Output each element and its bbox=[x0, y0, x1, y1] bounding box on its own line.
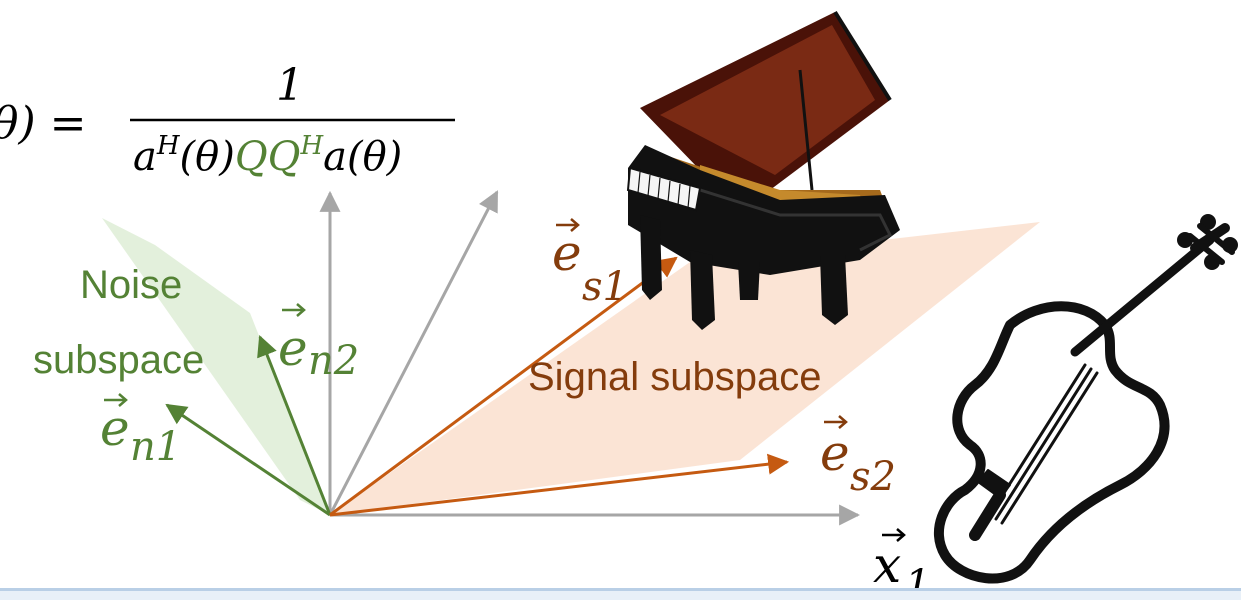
svg-text:n2: n2 bbox=[308, 338, 359, 384]
vector-e-s1 bbox=[329, 256, 678, 517]
label-e-n1: e n1 bbox=[100, 393, 181, 470]
formula-denominator: aH(θ)QQHa(θ) bbox=[133, 131, 402, 180]
vector-e-n1 bbox=[165, 403, 331, 517]
label-e-s2: e s2 bbox=[820, 415, 896, 500]
formula-lhs: θ) = bbox=[0, 98, 87, 149]
svg-text:1: 1 bbox=[905, 562, 930, 588]
svg-text:e: e bbox=[552, 224, 582, 282]
axis-diagonal bbox=[328, 190, 499, 516]
noise-subspace-plane bbox=[102, 218, 330, 515]
grand-piano-icon bbox=[626, 10, 900, 330]
svg-text:e: e bbox=[100, 399, 130, 457]
svg-text:s1: s1 bbox=[582, 264, 628, 310]
vector-e-s2 bbox=[329, 453, 790, 517]
noise-subspace-label-line1: Noise bbox=[80, 263, 182, 307]
noise-subspace-label-line2: subspace bbox=[33, 338, 204, 382]
vector-e-n2 bbox=[257, 335, 332, 516]
slide-footer-bar bbox=[0, 588, 1241, 600]
music-spectrum-formula: θ) = 1 aH(θ)QQHa(θ) bbox=[0, 60, 455, 180]
svg-text:n1: n1 bbox=[130, 424, 181, 470]
svg-text:e: e bbox=[820, 424, 850, 482]
label-e-s1: e s1 bbox=[552, 218, 628, 310]
svg-text:x: x bbox=[873, 536, 901, 588]
signal-subspace-plane bbox=[330, 222, 1040, 515]
signal-subspace-label: Signal subspace bbox=[528, 355, 822, 399]
violin-icon bbox=[933, 214, 1238, 584]
svg-text:e: e bbox=[278, 319, 308, 377]
formula-numerator: 1 bbox=[276, 60, 304, 111]
svg-text:s2: s2 bbox=[850, 454, 896, 500]
label-x1: x 1 bbox=[873, 528, 930, 588]
label-e-n2: e n2 bbox=[278, 303, 359, 384]
